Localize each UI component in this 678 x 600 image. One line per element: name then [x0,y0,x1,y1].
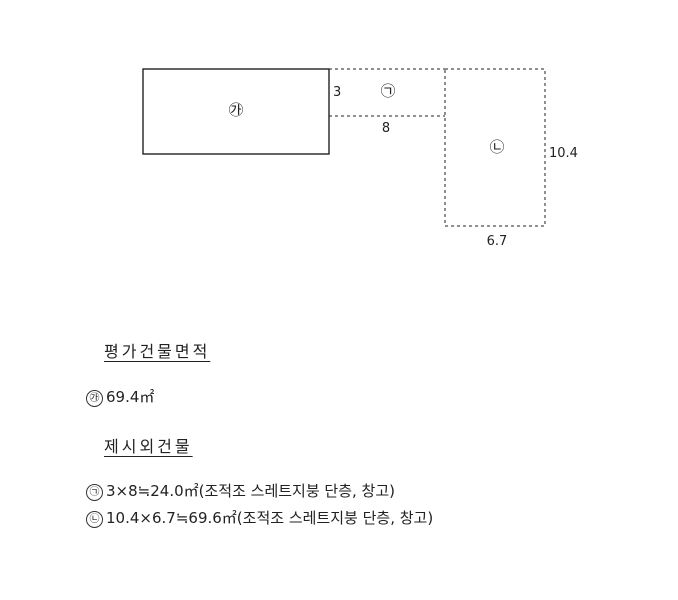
annex-a-width-label: 8 [382,121,390,136]
annex-b-height-label: 10.4 [549,146,578,161]
evaluated-item-text: 69.4㎡ [106,388,155,406]
marker-giyeok-icon: ㉠ [86,484,103,501]
excluded-buildings-heading: 제시외건물 [104,437,193,456]
marker-ga-icon: ㉮ [86,390,103,407]
annex-a-height-label: 3 [333,85,341,100]
annex-b-width-label: 6.7 [487,234,508,249]
excluded-item-a-text: 3×8≒24.0㎡(조적조 스레트지붕 단층, 창고) [106,482,396,500]
building-layout-diagram: ㉮ ㉠ 3 8 ㉡ 10.4 6.7 [142,68,578,249]
annex-a-marker: ㉠ [380,82,395,100]
main-building-marker: ㉮ [228,101,243,119]
annex-b-marker: ㉡ [489,138,504,156]
marker-nieun-icon: ㉡ [86,511,103,528]
annex-b-outline [444,68,546,227]
main-building-outline [142,68,330,155]
excluded-item-b-text: 10.4×6.7≒69.6㎡(조적조 스레트지붕 단층, 창고) [106,509,434,527]
evaluated-area-heading: 평가건물면적 [104,342,211,361]
